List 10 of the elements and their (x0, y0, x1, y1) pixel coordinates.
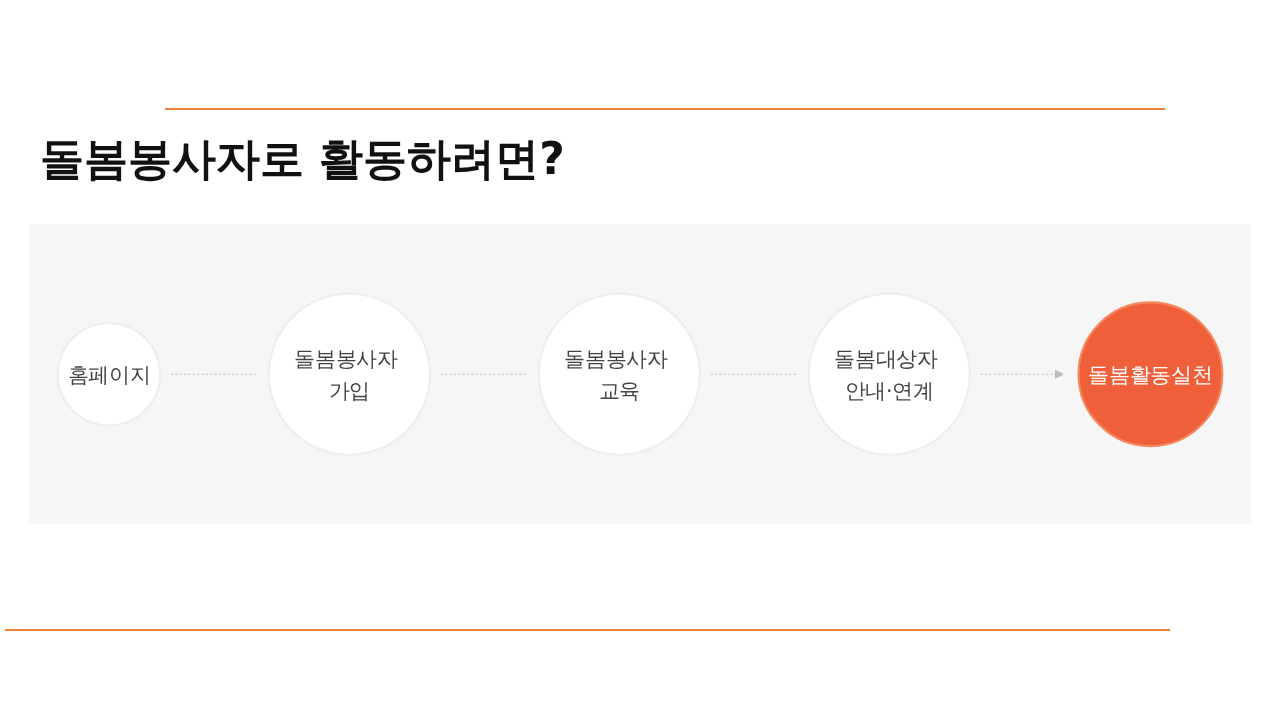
dotted-connector (710, 373, 799, 375)
dotted-connector (170, 373, 259, 375)
step-circle: 돌봄봉사자 교육 (537, 292, 701, 456)
dotted-connector (440, 373, 529, 375)
dotted-arrow (980, 369, 1064, 379)
step-circle: 돌봄대상자 안내·연계 (807, 292, 971, 456)
step-circle: 돌봄봉사자 가입 (267, 292, 432, 456)
goal-circle: 돌봄활동실천 (1077, 301, 1224, 447)
step-circle: 홈페이지 (56, 321, 162, 427)
title: 돌봄봉사자로 활동하려면? (40, 132, 565, 186)
